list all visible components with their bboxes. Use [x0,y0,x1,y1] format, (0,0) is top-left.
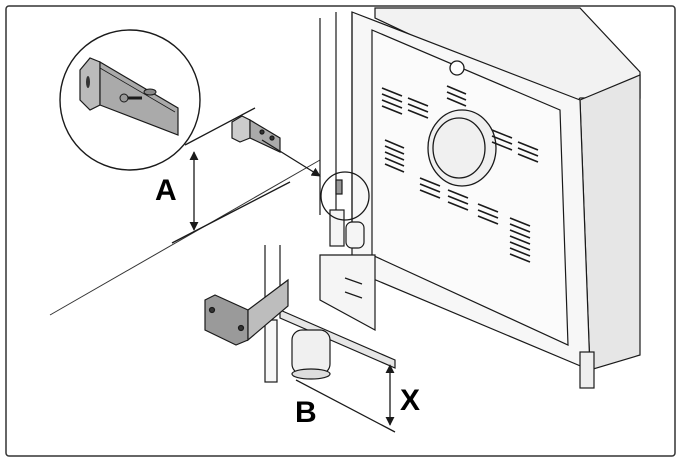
label-x: X [400,384,420,417]
dimension-a [171,107,291,244]
lower-appliance-edge [264,245,396,383]
bracket-arrow [261,139,321,177]
detail-callout-small [320,171,370,221]
floor-line [49,159,321,316]
appliance-side [579,74,641,371]
appliance [319,7,641,389]
porthole [427,60,497,187]
indicator-knob [449,60,465,76]
appliance-foot-right [579,351,595,389]
floor-bracket [204,278,289,346]
detail-callout-large [59,29,201,171]
diagram-frame [5,5,676,457]
wall-bracket-small [231,115,281,153]
label-b: B [295,396,317,429]
dimension-x [295,364,396,433]
vent-slots [381,85,539,263]
label-a: A [155,174,177,207]
